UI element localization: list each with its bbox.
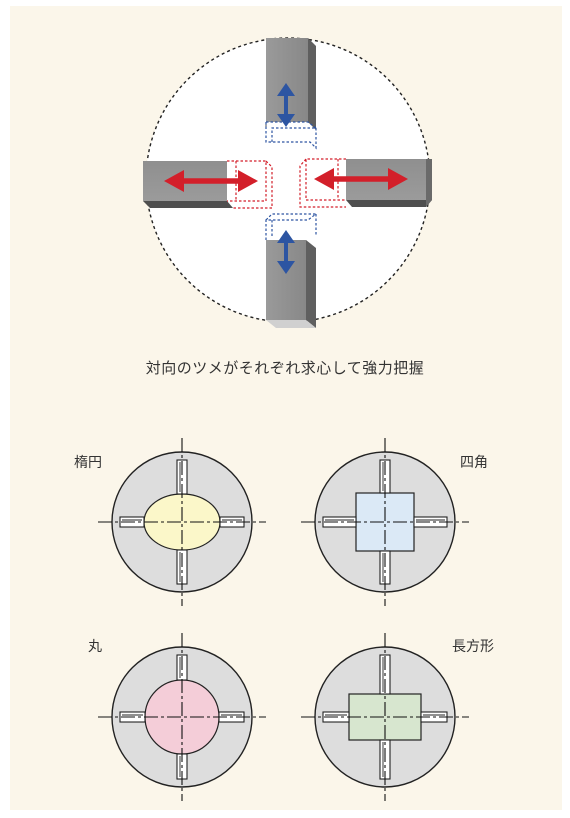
vertical-arrows: [277, 83, 295, 274]
right-jaw: [346, 159, 432, 207]
chuck-circle: [98, 633, 266, 801]
caption: 対向のツメがそれぞれ求心して強力把握: [145, 359, 425, 377]
chuck-ellipse: [98, 438, 266, 606]
chuck-rectangle: [301, 633, 469, 801]
left-jaw: [143, 161, 233, 208]
bottom-jaw: [266, 240, 316, 328]
chuck-square: [301, 438, 469, 606]
label-ellipse: 楕円: [74, 455, 102, 471]
label-rectangle: 長方形: [452, 639, 494, 655]
label-square: 四角: [460, 455, 488, 471]
horizontal-arrows: [164, 168, 408, 192]
label-circle: 丸: [88, 639, 102, 655]
